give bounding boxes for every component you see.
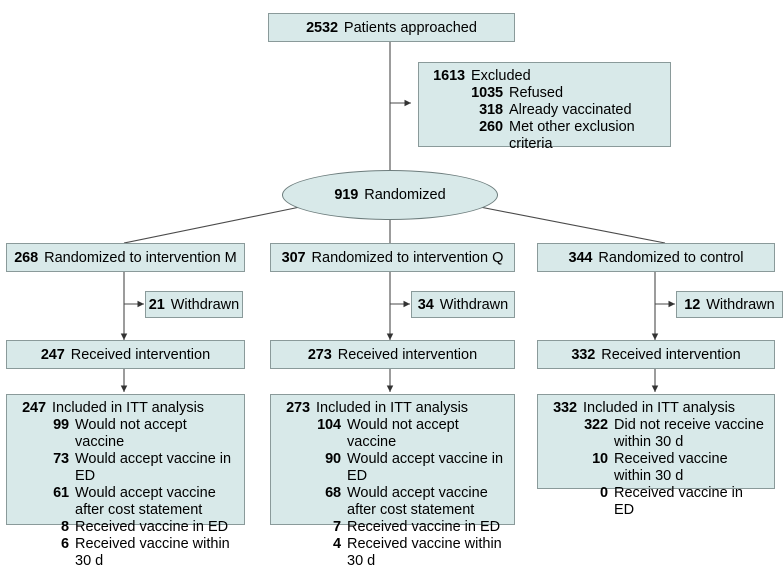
- analysis-item-count: 73: [53, 451, 69, 467]
- approached-label: Patients approached: [343, 19, 477, 36]
- excluded-reason-count: 260: [479, 119, 503, 135]
- box-allocation-control: 344 Randomized to control: [537, 243, 775, 272]
- box-withdrawn-intervention-q: 34 Withdrawn: [411, 291, 515, 318]
- line-randomized-to-arm3: [479, 206, 666, 244]
- line-randomized-to-arm1: [123, 206, 301, 244]
- analysis-item-label: Received vaccine in ED: [347, 519, 501, 535]
- analysis-item-label: Would not accept vaccine: [75, 417, 187, 450]
- withdrawn-label: Withdrawn: [170, 296, 240, 313]
- box-patients-approached: 2532 Patients approached: [268, 13, 515, 42]
- analysis-item-count: 68: [325, 485, 341, 501]
- allocation-label: Randomized to intervention M: [44, 249, 237, 266]
- box-excluded: 1613 Excluded 1035 Refused 318 Already v…: [418, 62, 671, 152]
- withdrawn-label: Withdrawn: [706, 296, 775, 313]
- excluded-label: Excluded: [471, 68, 531, 84]
- analysis-item-count: 10: [592, 451, 608, 467]
- received-count: 247: [40, 346, 65, 363]
- analysis-item-label: Received vaccine within 30 d: [614, 451, 728, 484]
- analysis-label: Included in ITT analysis: [316, 400, 469, 416]
- received-count: 332: [571, 346, 596, 363]
- excluded-reason-count: 318: [479, 102, 503, 118]
- analysis-item-count: 7: [333, 519, 341, 535]
- approached-count: 2532: [306, 19, 338, 36]
- received-count: 273: [307, 346, 332, 363]
- withdrawn-label: Withdrawn: [439, 296, 509, 313]
- analysis-label: Included in ITT analysis: [52, 400, 205, 416]
- box-withdrawn-intervention-m: 21 Withdrawn: [145, 291, 243, 318]
- analysis-item-label: Would accept vaccine after cost statemen…: [347, 485, 488, 518]
- excluded-reason-label: Met other exclusion criteria: [509, 119, 635, 152]
- analysis-item-label: Would accept vaccine in ED: [75, 451, 232, 484]
- box-analysis-control: 332 Included in ITT analysis 322 Did not…: [537, 394, 775, 518]
- withdrawn-count: 12: [684, 296, 701, 313]
- analysis-item-count: 0: [600, 485, 608, 501]
- analysis-item-count: 6: [61, 536, 69, 552]
- box-withdrawn-control: 12 Withdrawn: [676, 291, 783, 318]
- withdrawn-count: 34: [417, 296, 434, 313]
- randomized-label: Randomized: [364, 186, 446, 203]
- received-label: Received intervention: [337, 346, 478, 363]
- allocation-count: 268: [14, 249, 39, 266]
- analysis-item-label: Would accept vaccine in ED: [347, 451, 504, 484]
- ellipse-randomized: 919 Randomized: [282, 170, 498, 220]
- excluded-count: 1613: [433, 68, 465, 84]
- analysis-item-label: Would not accept vaccine: [347, 417, 459, 450]
- analysis-item-count: 322: [584, 417, 608, 433]
- box-received-control: 332 Received intervention: [537, 340, 775, 369]
- analysis-item-label: Received vaccine within 30 d: [347, 536, 502, 569]
- box-allocation-intervention-q: 307 Randomized to intervention Q: [270, 243, 515, 272]
- withdrawn-count: 21: [148, 296, 165, 313]
- box-analysis-intervention-m: 247 Included in ITT analysis 99 Would no…: [6, 394, 245, 569]
- analysis-item-label: Received vaccine within 30 d: [75, 536, 230, 569]
- box-received-intervention-m: 247 Received intervention: [6, 340, 245, 369]
- analysis-label: Included in ITT analysis: [583, 400, 736, 416]
- excluded-reason-count: 1035: [471, 85, 503, 101]
- analysis-count: 247: [22, 400, 46, 416]
- excluded-reason-label: Refused: [509, 85, 564, 101]
- analysis-item-label: Received vaccine in ED: [75, 519, 229, 535]
- analysis-count: 273: [286, 400, 310, 416]
- allocation-label: Randomized to control: [598, 249, 744, 266]
- analysis-item-label: Would accept vaccine after cost statemen…: [75, 485, 216, 518]
- analysis-item-count: 61: [53, 485, 69, 501]
- analysis-item-label: Did not receive vaccine within 30 d: [614, 417, 764, 450]
- excluded-reason-label: Already vaccinated: [509, 102, 632, 118]
- box-received-intervention-q: 273 Received intervention: [270, 340, 515, 369]
- randomized-count: 919: [334, 186, 359, 203]
- allocation-count: 344: [568, 249, 593, 266]
- analysis-item-count: 99: [53, 417, 69, 433]
- analysis-item-count: 104: [317, 417, 341, 433]
- received-label: Received intervention: [601, 346, 741, 363]
- box-analysis-intervention-q: 273 Included in ITT analysis 104 Would n…: [270, 394, 515, 569]
- analysis-item-label: Received vaccine in ED: [614, 485, 743, 518]
- received-label: Received intervention: [70, 346, 211, 363]
- analysis-item-count: 8: [61, 519, 69, 535]
- analysis-item-count: 90: [325, 451, 341, 467]
- flow-diagram-canvas: 2532 Patients approached 1613 Excluded 1…: [6, 13, 783, 569]
- allocation-label: Randomized to intervention Q: [311, 249, 504, 266]
- analysis-count: 332: [553, 400, 577, 416]
- analysis-item-count: 4: [333, 536, 341, 552]
- box-allocation-intervention-m: 268 Randomized to intervention M: [6, 243, 245, 272]
- allocation-count: 307: [281, 249, 306, 266]
